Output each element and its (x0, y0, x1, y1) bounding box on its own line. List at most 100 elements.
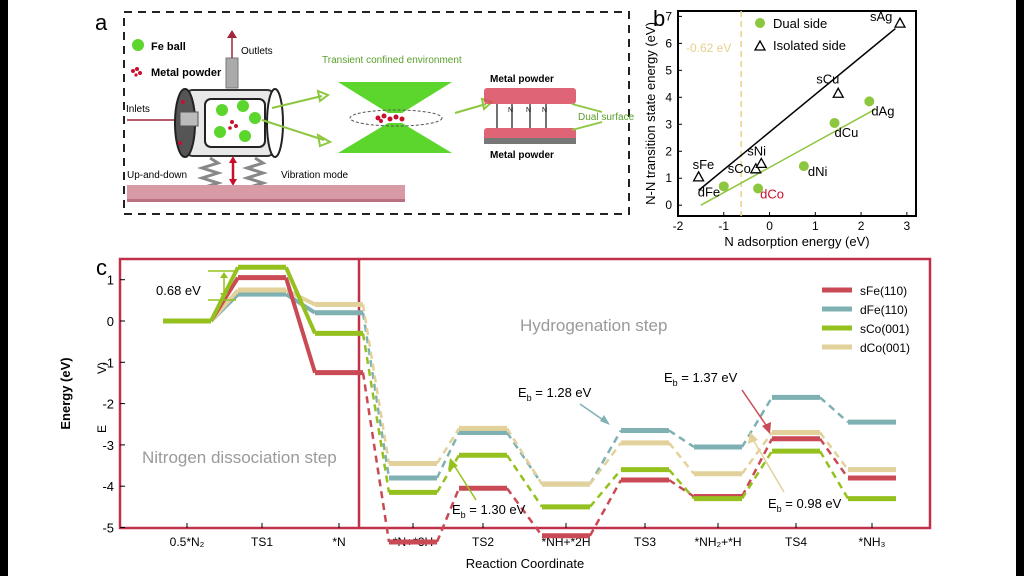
y-tick-label: 0 (107, 314, 114, 329)
point-label-dNi: dNi (808, 164, 828, 179)
metal-powder-top-label: Metal powder (490, 74, 554, 85)
y-tick-label: 7 (665, 9, 672, 23)
y-tick-label: -3 (102, 438, 114, 453)
n2-molecules (496, 104, 547, 128)
connector-dCo(001)-7 (740, 431, 774, 475)
data-point-dAg (864, 96, 875, 107)
panel-b-letter: b (653, 6, 665, 31)
connector-dFe(110)-8 (819, 396, 849, 424)
connector-sFe(110)-6 (668, 478, 695, 498)
connector-sFe(110)-2 (361, 372, 391, 543)
eb-annotation-2: Eb = 1.37 eV (664, 370, 771, 434)
data-point-dNi (798, 161, 809, 172)
dual-surface-label: Dual surface (578, 112, 635, 123)
metal-powder-bottom-base (484, 138, 576, 144)
confined-zone (349, 109, 443, 127)
svg-text:Eb = 1.37 eV: Eb = 1.37 eV (664, 370, 738, 388)
base-platform-edge (127, 199, 405, 202)
fe-ball-legend-icon (132, 39, 144, 51)
eb-annotation-4: Eb = 0.98 eV (748, 432, 842, 514)
connector-sFe(110)-4 (505, 487, 544, 537)
connector-sFe(110)-7 (740, 438, 774, 498)
y-tick-label: -1 (102, 355, 114, 370)
x-tick-label: 0 (766, 219, 773, 233)
y-axis-label: N-N transition state energy (eV) (643, 22, 658, 205)
legend-dual-label: Dual side (773, 16, 827, 31)
vibration-arrowhead-bottom (229, 179, 237, 186)
y-tick-label: 3 (665, 117, 672, 131)
delta-label: 0.68 eV (156, 283, 201, 298)
x-tick-label: *NH₃ (859, 535, 886, 549)
eb-annotation-3: Eb = 1.30 eV (448, 458, 526, 520)
x-tick-label: -2 (673, 219, 684, 233)
y-tick-label: -2 (102, 397, 114, 412)
eb-annotation-1: Eb = 1.28 eV (518, 385, 610, 425)
connector-dCo(001)-4 (505, 427, 544, 485)
point-label-dFe: dFe (698, 184, 720, 199)
point-label-sCo: sCo (728, 161, 751, 176)
data-point-sNi (755, 157, 768, 169)
svg-text:Eb = 0.98 eV: Eb = 0.98 eV (768, 496, 842, 514)
connector-dFe(110)-7 (740, 396, 774, 448)
trapped-powder (375, 113, 405, 123)
connector-sCo(001)-7 (740, 450, 774, 500)
data-point-dCo (753, 183, 764, 194)
base-platform (127, 185, 405, 201)
ball-mill-cylinder (174, 88, 284, 158)
connector-dFe(110)-3 (435, 431, 461, 479)
point-label-dCo: dCo (760, 186, 784, 201)
connector-sCo(001)-1 (284, 266, 317, 335)
y-tick-label: 5 (665, 63, 672, 77)
confined-arrow (454, 103, 487, 114)
metal-powder-legend-icon (131, 67, 142, 77)
point-label-sNi: sNi (747, 143, 766, 158)
zoom-arrowhead-bottom (316, 133, 333, 148)
data-point-sAg (893, 16, 907, 28)
vline-annotation: -0.62 eV (686, 41, 731, 55)
connector-dCo(001)-3 (435, 427, 461, 465)
data-point-sCo (749, 162, 762, 174)
panel-a-letter: a (95, 10, 108, 35)
dual-surface-arrow-top (571, 103, 603, 113)
metal-powder-legend-label: Metal powder (151, 67, 222, 79)
connector-sCo(001)-5 (589, 468, 622, 508)
stray-e-label: E (95, 425, 109, 433)
connector-dCo(001)-8 (819, 431, 849, 471)
energy-profile-chart: 10-1-2-3-4-50.5*N₂TS1*N*N+*3HTS2*NH+*2HT… (58, 257, 932, 571)
y-tick-label: 6 (665, 36, 672, 50)
legend-label-sCo(001): sCo(001) (860, 322, 909, 336)
x-axis-label: Reaction Coordinate (466, 556, 585, 571)
ball-bottom-cone (338, 123, 452, 153)
x-tick-label: 3 (904, 219, 911, 233)
inlets-label: Inlets (126, 104, 150, 115)
connector-dFe(110)-5 (588, 429, 623, 485)
panel-c: c 10-1-2-3-4-50.5*N₂TS1*N*N+*3HTS2*NH+*2… (58, 255, 932, 571)
x-tick-label: TS4 (785, 535, 807, 549)
dual-surface-arrow-bottom (571, 121, 603, 131)
connector-sFe(110)-3 (435, 487, 461, 543)
svg-text:Eb = 1.28 eV: Eb = 1.28 eV (518, 385, 592, 403)
n-atom-label-2: N (526, 107, 531, 114)
connector-sCo(001)-8 (818, 450, 850, 500)
connector-sFe(110)-5 (588, 479, 623, 537)
y-tick-label: 4 (665, 90, 672, 104)
data-point-dFe (718, 181, 729, 192)
connector-sFe(110)-8 (818, 437, 850, 479)
connector-dFe(110)-6 (668, 429, 695, 449)
connector-dFe(110)-2 (361, 312, 391, 479)
confined-environment-label: Transient confined environment (322, 55, 462, 66)
energy-chart-frame (118, 257, 932, 530)
data-point-dCu (829, 117, 840, 128)
delta-arrowhead-up (220, 272, 228, 278)
outlets-label: Outlets (241, 46, 273, 57)
connector-sCo(001)-4 (505, 454, 544, 508)
connector-dFe(110)-4 (505, 431, 544, 485)
x-tick-label: TS1 (251, 535, 273, 549)
y-tick-label: 1 (107, 273, 114, 288)
scatter-plot-frame (677, 10, 917, 217)
x-tick-label: *NH₂+*H (694, 535, 741, 549)
zoom-arrow-top (271, 95, 323, 109)
panel-c-letter: c (96, 255, 107, 280)
